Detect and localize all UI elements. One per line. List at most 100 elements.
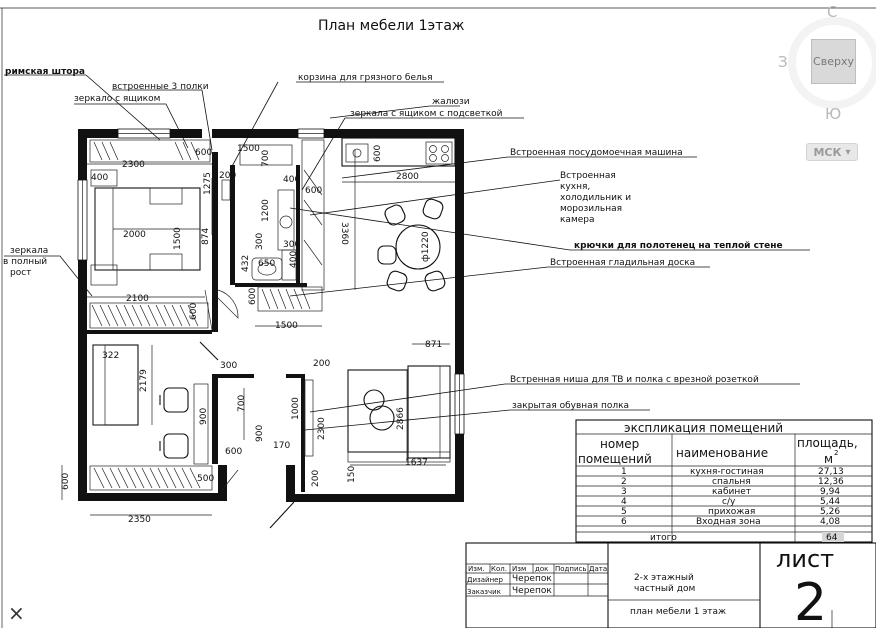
compass-west[interactable]: З <box>778 53 788 71</box>
title-block-person: Черепок <box>512 586 552 596</box>
explication-col-area-sup: 2 <box>834 449 838 457</box>
label-roman-blind: римская штора <box>5 67 85 77</box>
table-row: 6 <box>621 517 627 527</box>
label-full-mirrors: рост <box>10 268 31 278</box>
explication-col-area: м <box>824 452 833 466</box>
svg-text:874: 874 <box>201 228 211 245</box>
svg-text:2800: 2800 <box>396 172 419 182</box>
table-row: кухня-гостиная <box>690 467 764 477</box>
svg-text:2100: 2100 <box>126 294 149 304</box>
svg-text:1200: 1200 <box>261 199 271 222</box>
table-row: Входная зона <box>696 517 761 527</box>
inner-walls <box>87 152 307 492</box>
explication-col-number: помещений <box>578 452 652 466</box>
svg-text:322: 322 <box>102 351 119 361</box>
chevron-down-icon: ▾ <box>845 146 851 158</box>
title-block-header: Дата <box>589 565 607 573</box>
bed <box>94 187 201 271</box>
svg-text:300: 300 <box>220 361 237 371</box>
table-row: 5,44 <box>820 497 840 507</box>
label-shoe-shelf: закрытая обувная полка <box>512 401 629 411</box>
table-row: 9,94 <box>820 487 840 497</box>
tv-niche <box>304 379 314 457</box>
viewcube-top-face[interactable]: Сверху <box>811 39 856 84</box>
label-mirror-drawer: зеркало с ящиком <box>74 94 160 104</box>
svg-text:900: 900 <box>255 425 265 442</box>
svg-text:600: 600 <box>225 447 242 457</box>
compass-north[interactable]: С <box>827 3 838 21</box>
explication-col-area: площадь, <box>797 436 858 450</box>
svg-text:400: 400 <box>91 173 108 183</box>
wardrobe-bedroom <box>89 302 209 329</box>
label-mirrors-lit: зеркала с ящиком с подсветкой <box>350 109 503 119</box>
wardrobe-office <box>89 465 213 491</box>
title-block-header: док <box>535 565 548 573</box>
svg-text:200: 200 <box>311 470 321 487</box>
kitchen-column <box>301 139 325 291</box>
svg-text:432: 432 <box>241 255 251 272</box>
explication-col-name: наименование <box>676 446 768 460</box>
ironing-board-cabinet <box>257 286 323 312</box>
label-full-mirrors: в полный <box>3 257 47 267</box>
close-icon[interactable]: × <box>8 601 25 625</box>
sofa-office <box>92 344 139 426</box>
svg-text:700: 700 <box>261 150 271 167</box>
explication-title: экспликация помещений <box>624 421 783 435</box>
table-row: 12,36 <box>818 477 844 487</box>
svg-text:1500: 1500 <box>173 227 183 250</box>
table-row: кабинет <box>712 487 751 497</box>
table-row: 4 <box>621 497 627 507</box>
table-row: 5,26 <box>820 507 840 517</box>
label-dishwasher: Встроенная посудомоечная машина <box>510 148 683 158</box>
svg-text:200: 200 <box>313 359 330 369</box>
svg-text:700: 700 <box>237 395 247 412</box>
project-name: 2-х этажный <box>634 573 694 583</box>
table-row: 3 <box>621 487 627 497</box>
svg-text:150: 150 <box>347 466 357 483</box>
label-towel-hooks: крючки для полотенец на теплой стене <box>574 241 783 251</box>
svg-text:600: 600 <box>373 145 383 162</box>
table-row: спальня <box>712 477 751 487</box>
dimension-texts: 2300 600 1500 700 600 200 400 1275 600 2… <box>61 144 442 525</box>
svg-text:400: 400 <box>289 251 299 268</box>
dimension-lines <box>61 150 455 516</box>
sheet-label: лист <box>776 545 834 573</box>
compass-south[interactable]: Ю <box>825 105 842 123</box>
wardrobe-top <box>89 139 211 163</box>
title-block-header: Подпись <box>555 565 587 573</box>
svg-text:170: 170 <box>273 441 290 451</box>
svg-text:600: 600 <box>305 186 322 196</box>
title-block-header: Изм. <box>468 565 484 573</box>
svg-text:600: 600 <box>189 303 199 320</box>
coffee-table <box>363 389 395 431</box>
viewcube-ring[interactable] <box>788 17 876 109</box>
office-chairs <box>159 387 189 459</box>
table-total: итого <box>650 533 677 543</box>
svg-text:400: 400 <box>283 175 300 185</box>
svg-text:300: 300 <box>255 233 265 250</box>
leader-lines <box>4 74 810 431</box>
label-tv-niche: Встренная ниша для ТВ и полка с врезной … <box>510 375 759 385</box>
ucs-label: МСК <box>813 145 842 159</box>
door-swings <box>199 289 295 529</box>
table-row: 2 <box>621 477 627 487</box>
label-kitchen: холодильник и <box>560 193 631 203</box>
label-full-mirrors: зеркала <box>10 246 48 256</box>
title-block-role: Дизайнер <box>467 576 503 584</box>
ucs-menu-button[interactable]: МСК ▾ <box>806 143 858 161</box>
table-row: прихожая <box>708 507 755 517</box>
living-sofa <box>347 365 451 463</box>
sheet-title: План мебели 1этаж <box>318 18 465 34</box>
desk <box>193 383 209 465</box>
title-block <box>465 542 876 628</box>
svg-text:2300: 2300 <box>122 160 145 170</box>
title-block-person: Черепок <box>512 574 552 584</box>
svg-text:600: 600 <box>61 473 71 490</box>
svg-text:1500: 1500 <box>275 321 298 331</box>
nightstand <box>90 264 118 286</box>
svg-text:600: 600 <box>195 148 212 158</box>
outer-walls <box>78 129 464 502</box>
label-kitchen: морозильная <box>560 204 622 214</box>
label-blinds: жалюзи <box>432 97 470 107</box>
